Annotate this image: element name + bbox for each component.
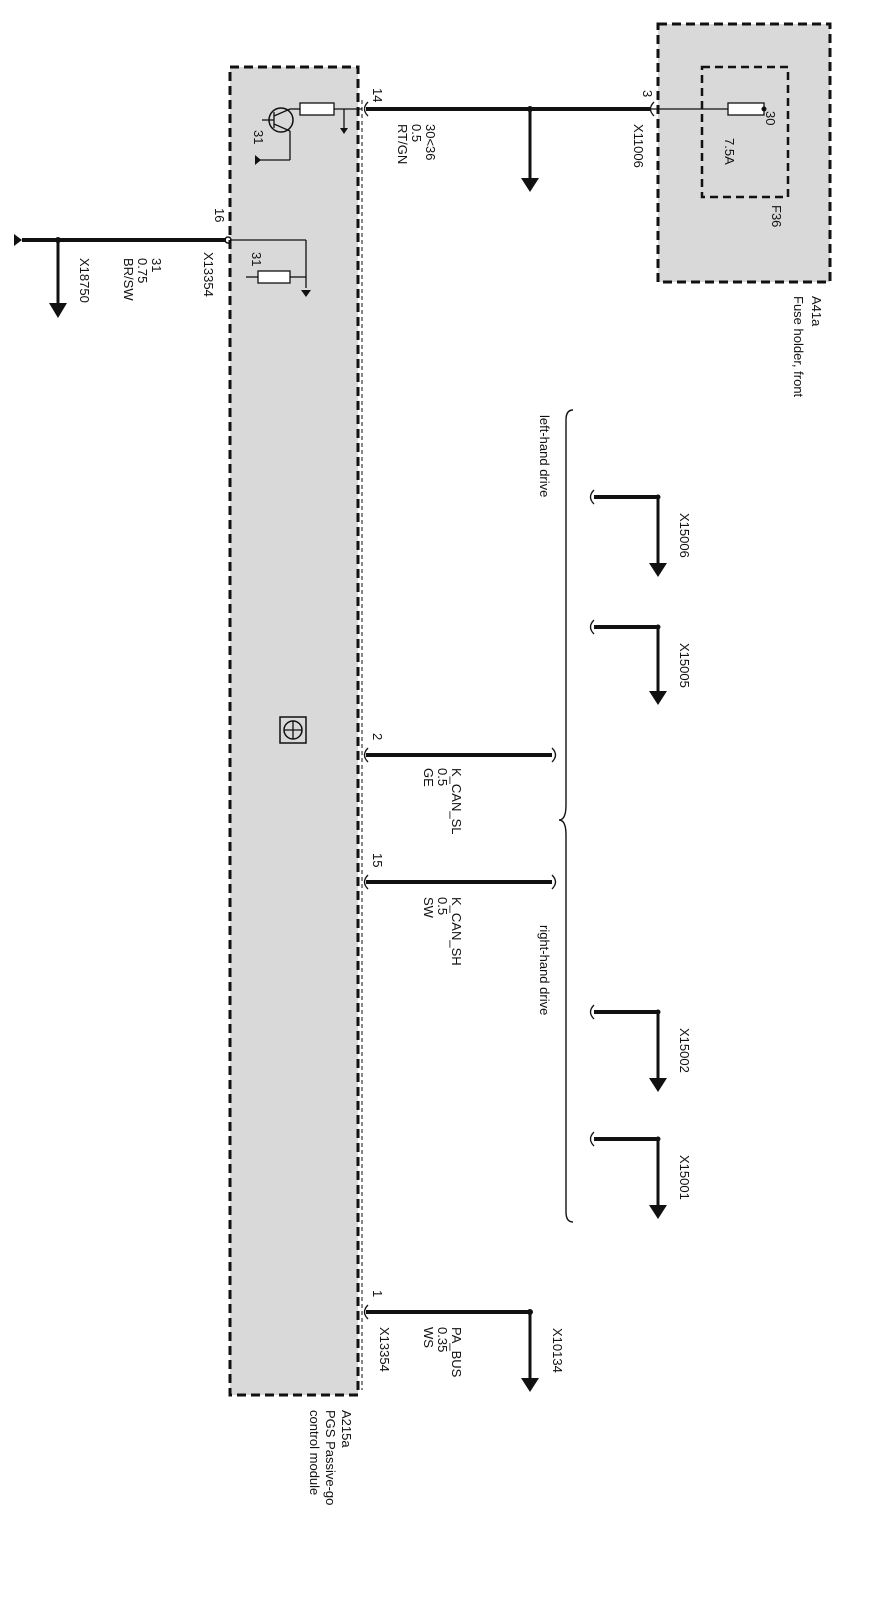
ground-icon-2: [301, 290, 311, 297]
connector-x15005: X15005: [589, 619, 692, 705]
pa-bus-connector-label: X13354: [377, 1327, 392, 1372]
control-module-box: [228, 65, 360, 1397]
resistor-icon: [299, 102, 335, 116]
connector-x15001: X15001: [589, 1131, 692, 1219]
supply-signal: 30<36: [423, 124, 438, 161]
lhd-label: left-hand drive: [537, 415, 552, 497]
can-high-pin-label: 15: [370, 853, 385, 867]
can-high-color: SW: [421, 897, 436, 919]
connector-pin-3-symbol: [649, 101, 655, 117]
fuse-holder-name: Fuse holder, front: [791, 296, 806, 398]
lhd-connector-1: X15006: [677, 513, 692, 558]
fuse-id-label: F36: [769, 205, 784, 227]
connector-pin-14-symbol: [363, 101, 369, 117]
supply-pin-label: 14: [370, 88, 385, 102]
can-low-pin-label: 2: [370, 733, 385, 740]
pa-bus-dest: X10134: [550, 1328, 565, 1373]
fuse-holder-id: A41a: [809, 296, 824, 327]
pa-bus-arrow: [521, 1378, 539, 1392]
module-name-line1: PGS Passive-go: [323, 1410, 338, 1505]
connector-x15006: X15006: [589, 489, 692, 577]
supply-color: RT/GN: [395, 124, 410, 164]
supply-gauge: 0.5: [409, 124, 424, 142]
pa-bus-gauge: 0.35: [435, 1327, 450, 1352]
fuse-holder-connector-label: X11006: [631, 124, 646, 168]
can-low-gauge: 0.5: [435, 768, 450, 786]
module-internal-ground-label: 31: [251, 130, 266, 144]
rhd-connector-1: X15002: [677, 1028, 692, 1073]
fuse-holder-pin-label: 3: [640, 90, 655, 97]
ground-signal: 31: [149, 258, 164, 272]
can-high-signal: K_CAN_SH: [449, 897, 464, 966]
connector-x15002: X15002: [589, 1004, 692, 1092]
lhd-connector-2: X15005: [677, 643, 692, 688]
ground-gauge: 0.75: [135, 258, 150, 283]
module-icon: [279, 716, 307, 744]
module-id: A215a: [339, 1410, 354, 1448]
fuse-terminal-label: 30: [763, 111, 778, 125]
module-name-line2: control module: [307, 1410, 322, 1495]
rhd-connector-2: X15001: [677, 1155, 692, 1200]
rhd-label: right-hand drive: [537, 925, 552, 1015]
ground-branch-connector: X18750: [77, 258, 92, 303]
fuse-icon: [727, 102, 765, 116]
pulldown-resistor-icon: [257, 270, 291, 284]
ground-color: BR/SW: [121, 258, 136, 301]
ground-icon: [340, 128, 348, 134]
fuse-holder-inner-box: [700, 65, 790, 199]
pa-bus-signal: PA_BUS: [449, 1327, 464, 1378]
fuse-holder-box: [656, 22, 832, 284]
pa-bus-pin-label: 1: [370, 1290, 385, 1297]
can-low-color: GE: [421, 768, 436, 787]
ground-pin-label: 16: [212, 208, 227, 222]
ground-connector-label: X13354: [201, 252, 216, 297]
module-internal-ground-label-2: 31: [249, 252, 264, 266]
can-low-signal: K_CAN_SL: [449, 768, 464, 834]
can-high-gauge: 0.5: [435, 897, 450, 915]
drive-variant-brace: [558, 409, 574, 1223]
fuse-rating-label: 7.5A: [722, 138, 737, 165]
pa-bus-color: WS: [421, 1327, 436, 1348]
supply-branch-arrow: [521, 178, 539, 192]
ground-branch-arrow: [49, 303, 67, 318]
